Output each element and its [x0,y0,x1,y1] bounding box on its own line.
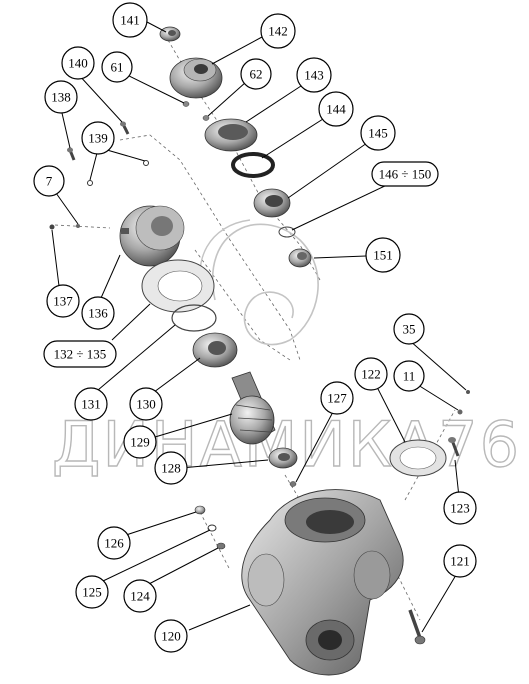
svg-text:35: 35 [403,322,416,337]
callout-62: 62 [240,58,272,90]
svg-text:141: 141 [120,13,140,28]
part-143-seal [204,118,258,152]
svg-text:128: 128 [161,461,181,476]
part-121-bolt [408,609,426,645]
svg-text:11: 11 [403,369,416,384]
callout-131: 131 [74,387,108,421]
part-139-washers [87,160,149,186]
callout-136: 136 [81,296,115,330]
part-62-part [202,115,210,121]
callout-139: 139 [81,121,115,155]
svg-text:143: 143 [304,68,324,83]
part-131-ring [171,304,217,332]
svg-text:132 ÷ 135: 132 ÷ 135 [54,347,107,362]
callout-132-135: 132 ÷ 135 [43,340,117,368]
callout-144: 144 [318,91,354,127]
part-132-135-gasket [141,259,215,313]
callout-130: 130 [129,387,163,421]
svg-text:138: 138 [51,90,71,105]
callout-11: 11 [393,360,425,392]
leader-lines [51,21,467,633]
part-130-bearing [192,332,238,368]
part-7-137-pins [49,224,80,230]
svg-text:146 ÷ 150: 146 ÷ 150 [379,167,432,182]
callout-142: 142 [260,13,296,49]
svg-text:144: 144 [326,102,346,117]
callouts: 141 142 140 61 62 143 138 139 144 145 7 … [33,2,477,653]
svg-text:140: 140 [68,56,88,71]
svg-text:151: 151 [373,248,393,263]
callout-141: 141 [112,2,148,38]
callout-138: 138 [44,80,78,114]
part-145-bearing [253,188,291,218]
part-128-bearing [268,447,298,469]
part-129-pinion-gear [229,371,276,445]
callout-127: 127 [320,381,354,415]
svg-text:124: 124 [130,589,150,604]
svg-text:136: 136 [88,306,108,321]
callout-61: 61 [101,51,133,83]
part-138-bolt [67,147,76,161]
svg-text:127: 127 [327,391,347,406]
svg-text:142: 142 [268,24,288,39]
callout-146-150: 146 ÷ 150 [371,161,439,187]
svg-text:145: 145 [368,126,388,141]
svg-text:122: 122 [361,367,381,382]
part-127-plug [289,481,297,487]
callout-122: 122 [354,357,388,391]
part-136-bearing-housing [119,205,185,267]
callout-128: 128 [154,451,188,485]
svg-text:62: 62 [250,67,263,82]
callout-125: 125 [75,575,109,609]
part-142-flange [169,57,223,99]
svg-text:123: 123 [450,501,470,516]
part-61-washer [182,101,190,107]
watermark-text: ДИНАМИКА76 [52,408,521,481]
svg-text:61: 61 [111,60,124,75]
part-122-gasket [389,439,447,477]
part-123-bolt [448,437,460,457]
parts [49,26,470,676]
part-35-11-fasteners [457,390,470,415]
callout-143: 143 [296,57,332,93]
assembly-axis-lines [54,39,456,621]
svg-text:121: 121 [450,554,470,569]
svg-text:120: 120 [161,629,181,644]
part-151-sleeve [288,248,312,268]
svg-text:129: 129 [130,435,150,450]
part-144-ring [231,152,275,178]
callout-35: 35 [393,313,425,345]
callout-124: 124 [123,579,157,613]
callout-126: 126 [97,526,131,560]
svg-text:130: 130 [136,397,156,412]
part-146-150-shims [278,226,296,238]
part-140-bolts [120,121,130,135]
callout-121: 121 [443,544,477,578]
part-120-housing [241,489,404,676]
svg-text:7: 7 [46,174,53,189]
svg-text:137: 137 [53,294,73,309]
svg-text:126: 126 [104,536,124,551]
callout-151: 151 [365,237,401,273]
callout-129: 129 [123,425,157,459]
svg-text:125: 125 [82,585,102,600]
callout-140: 140 [61,46,95,80]
svg-text:139: 139 [88,131,108,146]
part-126-125-124-plugs [194,505,226,550]
callout-123: 123 [443,491,477,525]
callout-145: 145 [360,115,396,151]
callout-7: 7 [33,165,65,197]
svg-text:131: 131 [81,397,101,412]
part-141-nut [159,26,181,42]
callout-137: 137 [46,284,80,318]
callout-120: 120 [154,619,188,653]
